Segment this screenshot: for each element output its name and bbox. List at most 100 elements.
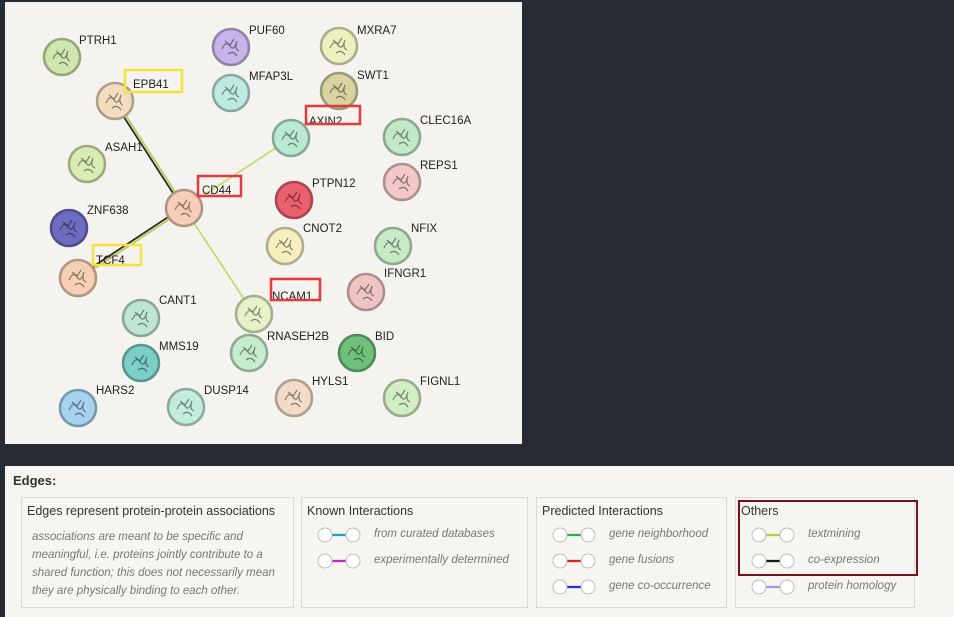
node-label: ZNF638 [87, 205, 129, 217]
legend-others-box: Others textmining co-expression protein … [735, 497, 915, 608]
edge-swatch-icon [552, 553, 596, 569]
node-bid[interactable] [337, 333, 377, 373]
legend-known-box: Known Interactions from curated database… [301, 497, 528, 608]
swatch-node-left [751, 579, 767, 595]
swatch-node-left [552, 553, 568, 569]
node-ptrh1[interactable] [42, 37, 82, 77]
node-mfap3l[interactable] [211, 73, 251, 113]
node-label: IFNGR1 [384, 268, 426, 280]
node-asah1[interactable] [67, 144, 107, 184]
swatch-node-left [552, 579, 568, 595]
protein-structure-icon [244, 305, 263, 324]
node-hars2[interactable] [58, 388, 98, 428]
legend-others-title: Others [741, 504, 779, 518]
legend-predicted-label: gene co-occurrence [609, 580, 711, 592]
legend-others-item: co-expression [750, 551, 954, 571]
protein-structure-icon [281, 129, 300, 148]
legend-others-label: co-expression [808, 554, 880, 566]
edge-epb41-cd44[interactable] [115, 99, 186, 208]
protein-structure-icon [68, 269, 87, 288]
highlight-box-ncam1 [269, 277, 322, 302]
node-axin2[interactable] [271, 118, 311, 158]
node-label: RNASEH2B [267, 331, 329, 343]
node-label: CNOT2 [303, 223, 342, 235]
node-ptpn12[interactable] [274, 180, 314, 220]
node-hyls1[interactable] [274, 378, 314, 418]
protein-structure-icon [392, 128, 411, 147]
swatch-node-left [317, 527, 333, 543]
swatch-node-right [580, 579, 596, 595]
protein-structure-icon [392, 389, 411, 408]
node-label: SWT1 [357, 70, 389, 82]
protein-structure-icon [59, 219, 78, 238]
node-label: REPS1 [420, 160, 458, 172]
node-label: NFIX [411, 223, 438, 235]
protein-structure-icon [77, 155, 96, 174]
edge-swatch-icon [552, 527, 596, 543]
node-ncam1[interactable] [234, 294, 274, 334]
node-rnaseh2b[interactable] [229, 333, 269, 373]
legend-known-item: experimentally determined [316, 551, 546, 571]
edge-swatch-icon [317, 527, 361, 543]
swatch-node-right [779, 579, 795, 595]
node-label: CLEC16A [420, 115, 471, 127]
protein-structure-icon [221, 84, 240, 103]
legend-others-item: protein homology [750, 577, 954, 597]
node-mms19[interactable] [121, 343, 161, 383]
node-fignl1[interactable] [382, 378, 422, 418]
protein-structure-icon [284, 389, 303, 408]
swatch-node-right [580, 553, 596, 569]
node-clec16a[interactable] [382, 117, 422, 157]
node-reps1[interactable] [382, 162, 422, 202]
node-dusp14[interactable] [166, 387, 206, 427]
node-cd44[interactable] [164, 188, 204, 228]
highlight-layer [91, 68, 362, 302]
node-puf60[interactable] [211, 27, 251, 67]
node-znf638[interactable] [49, 208, 89, 248]
node-cnot2[interactable] [265, 226, 305, 266]
edges-legend-panel: Edges: Edges represent protein-protein a… [5, 466, 954, 617]
protein-structure-icon [174, 199, 193, 218]
node-label: HYLS1 [312, 376, 348, 388]
legend-others-item: textmining [750, 525, 954, 545]
node-epb41[interactable] [95, 81, 135, 121]
node-label: MFAP3L [249, 71, 294, 83]
protein-structure-icon [383, 237, 402, 256]
legend-known-item: from curated databases [316, 525, 546, 545]
node-mxra7[interactable] [319, 26, 359, 66]
node-label: BID [375, 331, 394, 343]
legend-known-title: Known Interactions [307, 504, 414, 518]
edge-swatch-icon [751, 553, 795, 569]
node-label: PTRH1 [79, 35, 117, 47]
legend-others-label: protein homology [808, 580, 897, 592]
legend-intro-box: Edges represent protein-protein associat… [21, 497, 294, 608]
node-cant1[interactable] [121, 298, 161, 338]
protein-structure-icon [284, 191, 303, 210]
legend-predicted-item: gene co-occurrence [551, 577, 781, 597]
nodes-layer [42, 26, 422, 428]
node-nfix[interactable] [373, 226, 413, 266]
edge-swatch-icon [751, 527, 795, 543]
protein-structure-icon [329, 37, 348, 56]
highlight-box-axin2 [304, 104, 362, 126]
legend-predicted-label: gene fusions [609, 554, 675, 566]
node-label: CD44 [202, 185, 232, 197]
swatch-node-right [779, 553, 795, 569]
highlight-box-epb41 [123, 68, 184, 94]
swatch-node-left [751, 553, 767, 569]
edge-cd44-ncam1[interactable] [183, 207, 255, 315]
node-ifngr1[interactable] [346, 272, 386, 312]
protein-structure-icon [239, 344, 258, 363]
protein-structure-icon [105, 92, 124, 111]
protein-structure-icon [392, 173, 411, 192]
node-tcf4[interactable] [58, 258, 98, 298]
highlight-box-cd44 [196, 174, 243, 198]
protein-structure-icon [329, 82, 348, 101]
edge-epb41-cd44[interactable] [113, 101, 184, 210]
swatch-node-left [751, 527, 767, 543]
node-swt1[interactable] [319, 71, 359, 111]
node-label: DUSP14 [204, 385, 249, 397]
edge-swatch-icon [317, 553, 361, 569]
protein-structure-icon [131, 354, 150, 373]
